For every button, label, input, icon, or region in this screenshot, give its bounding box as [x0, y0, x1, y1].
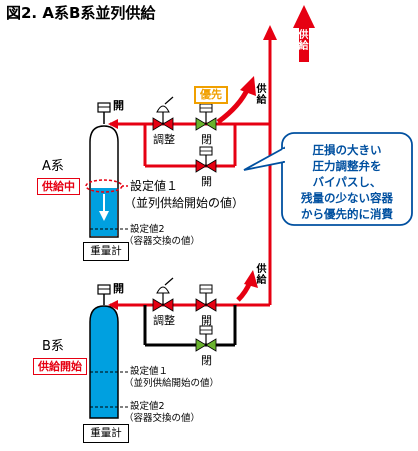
- b-open-valve-label: 開: [201, 314, 212, 327]
- cylinder-b: [89, 284, 119, 419]
- closed-valve-a-icon: [195, 103, 217, 131]
- open-valve-b-icon: [195, 284, 217, 312]
- b-setpoint1-note: （並列供給開始の値）: [124, 378, 220, 389]
- b-open-top-label: 開: [113, 282, 124, 295]
- callout-line-1: 圧損の大きい: [312, 143, 382, 157]
- b-setpoint2-label: 設定値2: [130, 401, 165, 412]
- b-closed-valve-label: 閉: [201, 354, 212, 367]
- callout-text: 圧損の大きい 圧力調整弁を バイパスし、 残量の少ない容器 から優先的に消費: [284, 142, 410, 222]
- bypass-valve-a-icon: [195, 146, 217, 173]
- callout-line-3: バイパスし、: [312, 175, 382, 189]
- regulator-valve-a-icon: [152, 96, 174, 131]
- supply-side-lower-label: 供給: [256, 264, 267, 286]
- callout-line-5: から優先的に消費: [301, 207, 393, 221]
- supply-side-upper-label: 供給: [256, 84, 267, 106]
- supply-top-label: 供給: [298, 30, 309, 52]
- a-pipe-arrow: [108, 119, 118, 129]
- a-closed-valve-label: 閉: [201, 133, 212, 146]
- b-regulator-label: 調整: [153, 314, 175, 327]
- system-b-status-badge: 供給開始: [33, 358, 87, 375]
- b-pipe-arrow: [108, 300, 118, 310]
- system-b-name: B系: [42, 339, 64, 354]
- a-regulator-label: 調整: [153, 133, 175, 146]
- b-setpoint2-note: （容器交換の値）: [124, 413, 201, 424]
- page-title: 図2. A系B系並列供給: [6, 4, 156, 22]
- a-setpoint2-label: 設定値2: [130, 224, 165, 235]
- b-feed-arrowhead: [244, 270, 258, 288]
- priority-curve-arrowhead: [240, 76, 256, 96]
- priority-label: 優先: [194, 86, 228, 105]
- main-pipe-arrowhead: [263, 25, 277, 40]
- callout-line-4: 残量の少ない容器: [301, 191, 393, 205]
- supply-arrow-icon: [293, 5, 315, 62]
- b-weight-meter: 重量計: [83, 424, 129, 443]
- cylinder-a: [85, 102, 123, 238]
- b-setpoint1-label: 設定値１: [130, 366, 169, 377]
- system-a-name: A系: [42, 159, 64, 174]
- a-weight-meter: 重量計: [83, 242, 129, 261]
- a-setpoint2-note: （容器交換の値）: [124, 236, 201, 247]
- a-bypass-valve-label: 開: [201, 175, 212, 188]
- a-setpoint1-note: （並列供給開始の値）: [124, 196, 245, 210]
- closed-valve-b-icon: [195, 325, 217, 352]
- regulator-valve-b-icon: [152, 277, 174, 312]
- a-open-top-label: 開: [113, 99, 124, 112]
- callout-bubble: [243, 132, 413, 226]
- system-a-status-badge: 供給中: [37, 178, 80, 195]
- callout-line-2: 圧力調整弁を: [312, 159, 382, 173]
- a-setpoint1-label: 設定値１: [130, 179, 179, 193]
